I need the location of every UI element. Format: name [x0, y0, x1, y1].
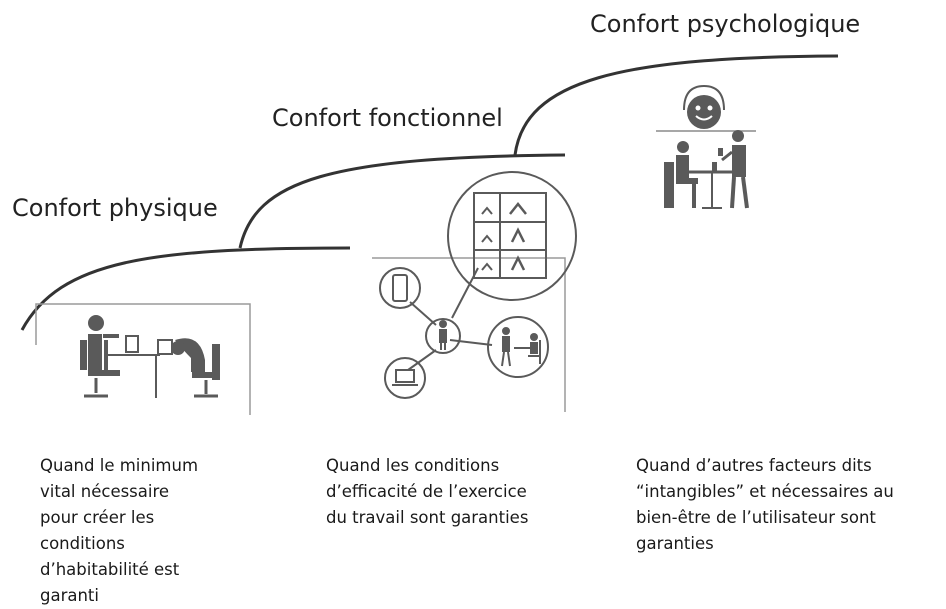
- description-line: garanties: [636, 534, 714, 553]
- description-confort-physique: Quand le minimum vital nécessaire pour c…: [40, 453, 250, 609]
- description-line: Quand d’autres facteurs dits: [636, 456, 872, 475]
- title-confort-fonctionnel: Confort fonctionnel: [272, 104, 503, 132]
- laptop-icon: [384, 357, 426, 399]
- functional-panel: [372, 257, 566, 412]
- office-workers-icon: [35, 303, 251, 415]
- description-line: vital nécessaire: [40, 482, 170, 501]
- title-confort-psychologique: Confort psychologique: [590, 10, 861, 38]
- description-line: Quand le minimum: [40, 456, 199, 475]
- person-network-icon: [425, 318, 461, 354]
- description-line: garanti: [40, 586, 99, 605]
- description-line: du travail sont garanties: [326, 508, 529, 527]
- description-line: “intangibles” et nécessaires au: [636, 482, 894, 501]
- description-confort-fonctionnel: Quand les conditions d’efficacité de l’e…: [326, 453, 586, 531]
- meeting-icon: [487, 316, 549, 378]
- description-confort-psychologique: Quand d’autres facteurs dits “intangible…: [636, 453, 946, 557]
- cafe-icon: [656, 130, 756, 209]
- description-line: d’habitabilité est: [40, 560, 180, 579]
- plant-shelf-icon: [447, 171, 577, 301]
- description-line: d’efficacité de l’exercice: [326, 482, 527, 501]
- curve-fonctionnel: [238, 153, 566, 249]
- title-confort-physique: Confort physique: [12, 194, 218, 222]
- smiley-icon: [683, 84, 725, 129]
- curve-physique: [20, 246, 351, 331]
- description-line: Quand les conditions: [326, 456, 500, 475]
- description-line: bien-être de l’utilisateur sont: [636, 508, 876, 527]
- description-line: pour créer les: [40, 508, 155, 527]
- smartphone-icon: [379, 267, 421, 309]
- description-line: conditions: [40, 534, 125, 553]
- curve-psycho: [513, 54, 839, 156]
